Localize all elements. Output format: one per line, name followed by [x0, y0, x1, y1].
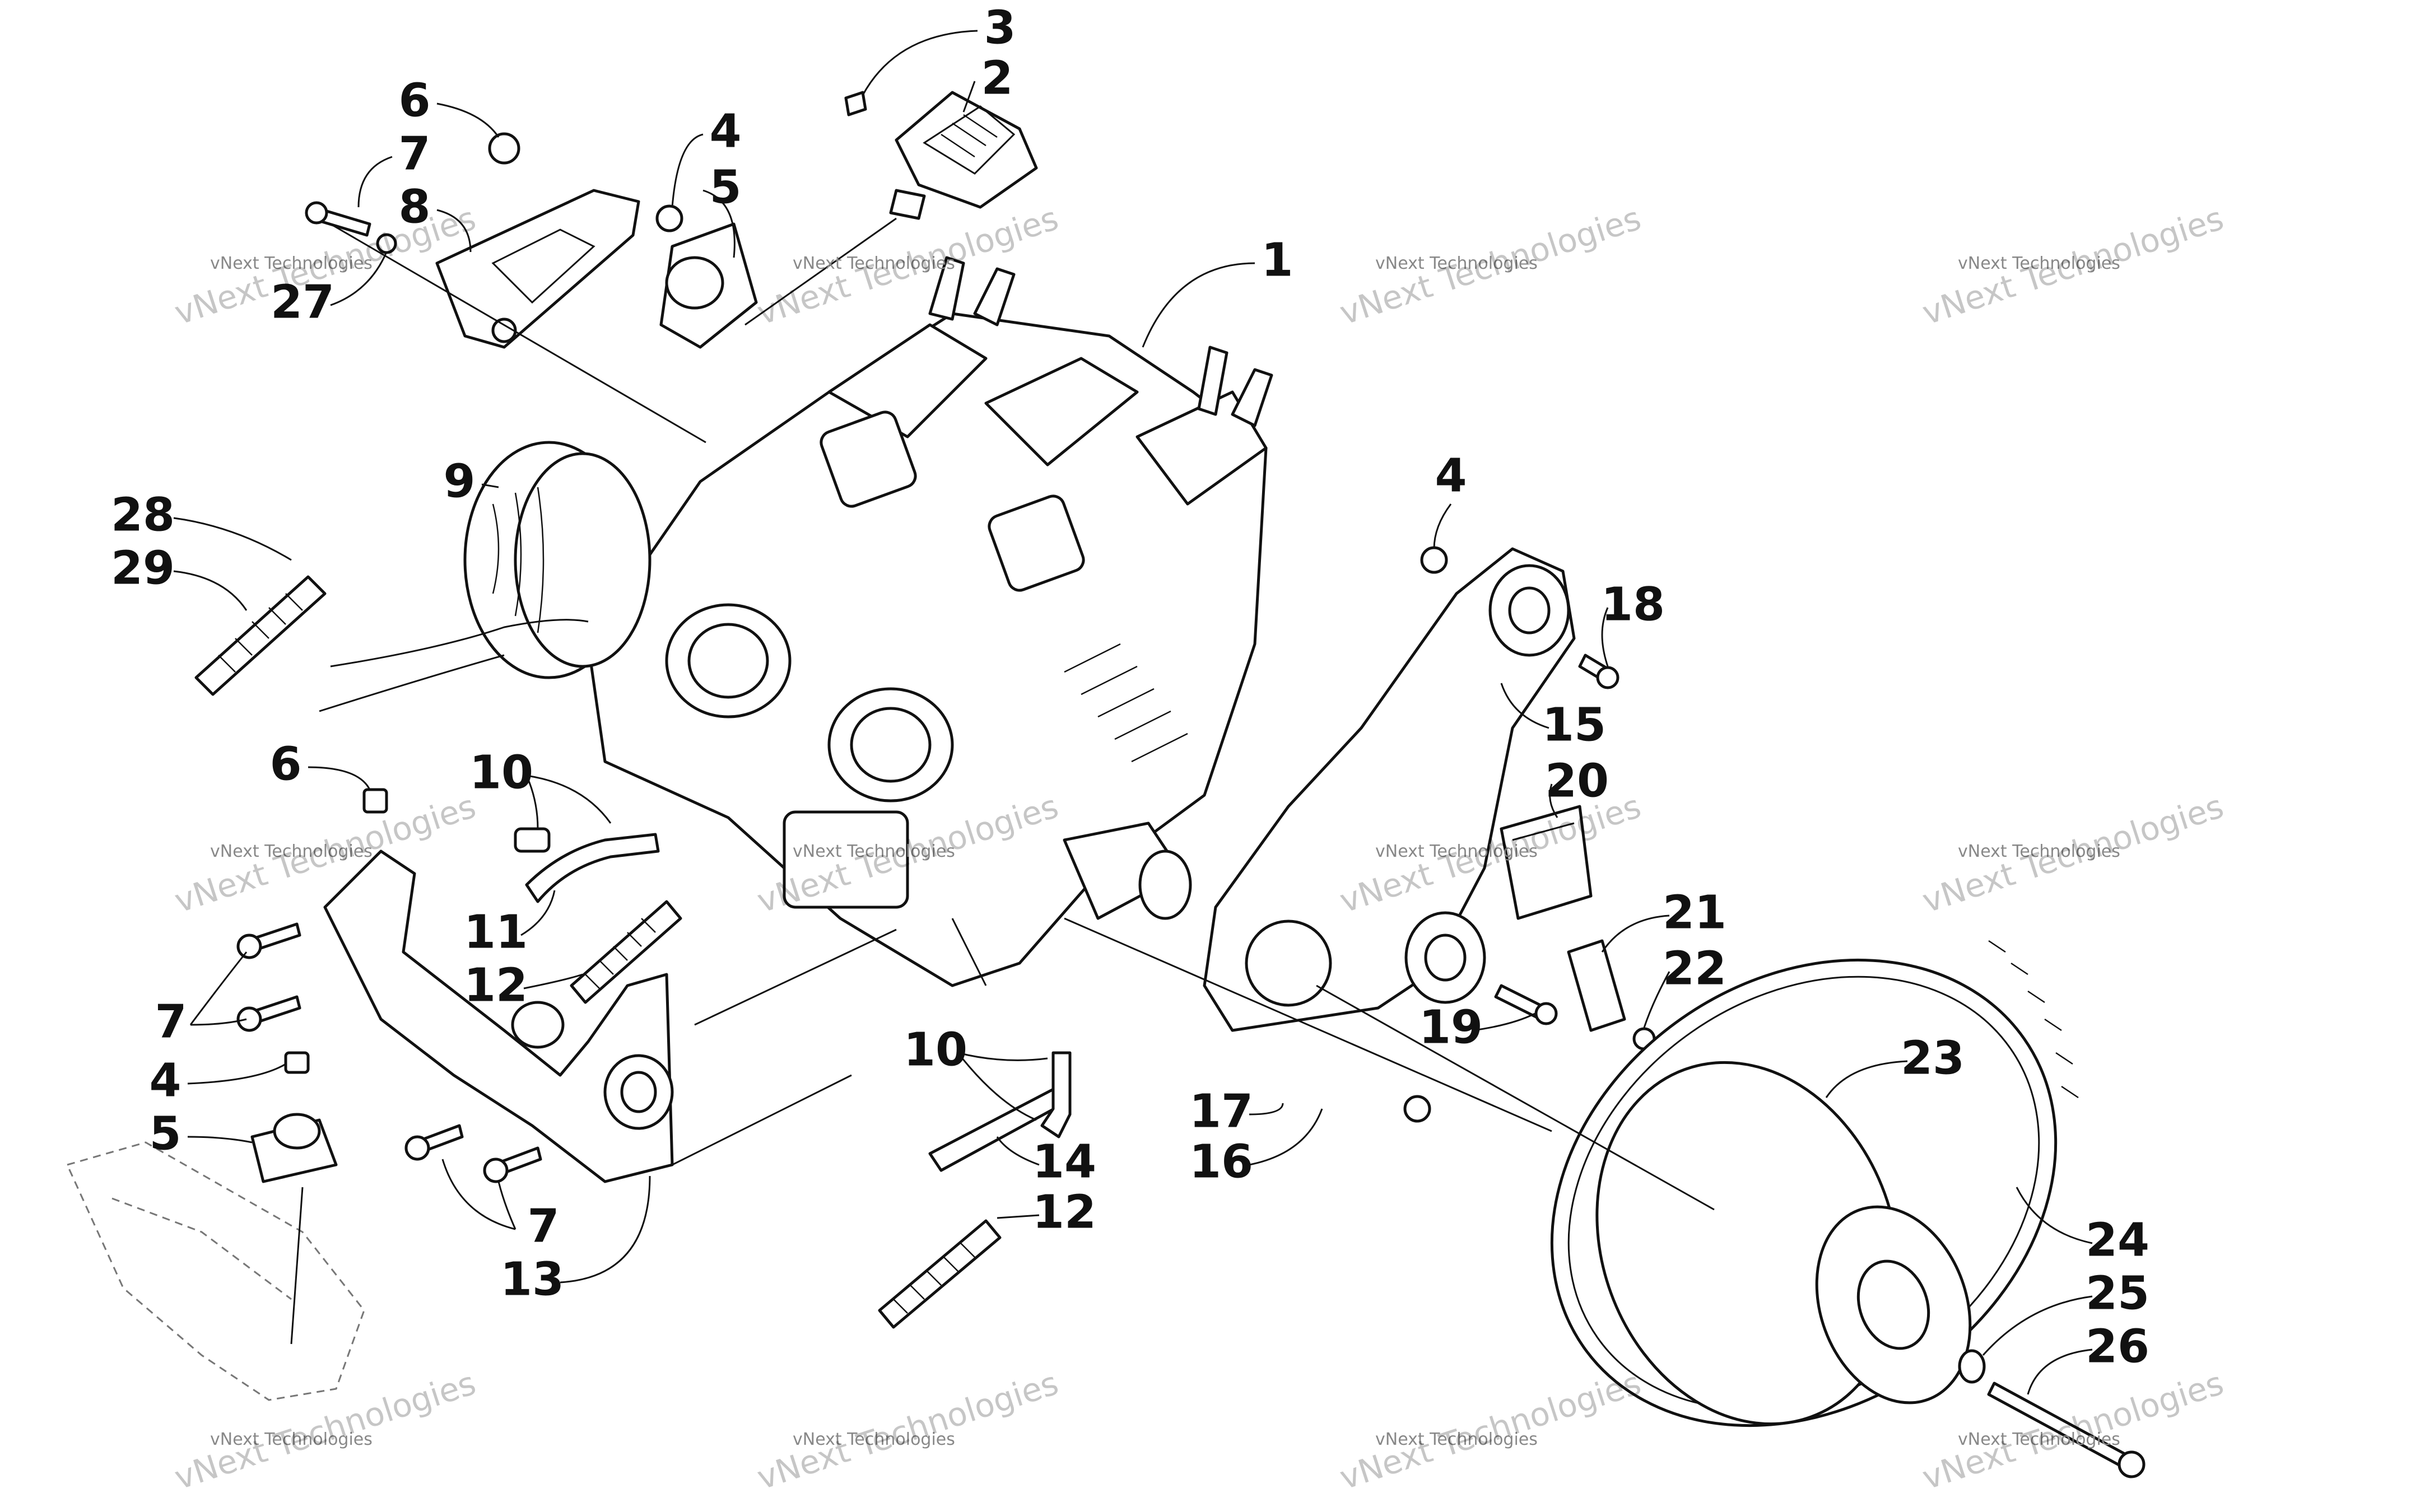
watermark-small-4: vNext Technologies	[1958, 254, 2120, 273]
callout-8: 8	[398, 180, 430, 234]
watermark-small-7: vNext Technologies	[1375, 842, 1538, 861]
callout-16: 16	[1189, 1135, 1253, 1188]
callout-25: 25	[2086, 1267, 2149, 1320]
engine-mount-lower	[250, 1051, 338, 1183]
callout-24: 24	[2086, 1214, 2149, 1267]
watermark-small-3: vNext Technologies	[1375, 254, 1538, 273]
callout-4c: 4	[149, 1054, 181, 1107]
watermark-small-1: vNext Technologies	[210, 254, 373, 273]
watermark-small-2: vNext Technologies	[793, 254, 955, 273]
callout-4: 4	[709, 105, 741, 158]
callout-2: 2	[981, 52, 1013, 105]
callout-12: 12	[464, 959, 528, 1012]
callout-21: 21	[1663, 886, 1726, 939]
callout-4b: 4	[1435, 449, 1467, 502]
callout-10b: 10	[904, 1023, 967, 1076]
callout-7c: 7	[527, 1200, 559, 1253]
callout-12b: 12	[1032, 1186, 1096, 1239]
engine-assembly	[463, 256, 1273, 987]
engine-plate	[1203, 546, 1619, 1123]
callout-18: 18	[1601, 578, 1665, 631]
watermark-small-9: vNext Technologies	[210, 1430, 373, 1449]
callout-7: 7	[398, 127, 430, 180]
watermark-small-8: vNext Technologies	[1958, 842, 2120, 861]
watermark-small-11: vNext Technologies	[1375, 1430, 1538, 1449]
callout-29: 29	[111, 542, 175, 595]
mount-bracket-lower	[236, 788, 674, 1183]
callout-7b: 7	[155, 995, 187, 1048]
callout-28: 28	[111, 488, 175, 542]
callout-10: 10	[469, 746, 533, 799]
callout-23: 23	[1901, 1032, 1965, 1085]
callout-20: 20	[1545, 754, 1609, 808]
callout-11: 11	[464, 906, 528, 959]
callout-6: 6	[398, 74, 430, 127]
callout-27: 27	[271, 276, 334, 329]
callout-5b: 5	[149, 1107, 181, 1160]
hoses-and-springs	[514, 827, 1072, 1329]
lifting-handle	[844, 91, 1038, 220]
callout-22: 22	[1663, 942, 1726, 995]
leader-lines	[173, 30, 2093, 1395]
engine-mount-upper	[655, 204, 758, 349]
callout-14: 14	[1032, 1135, 1096, 1188]
alignment-lines	[290, 217, 1715, 1345]
watermark-small-5: vNext Technologies	[210, 842, 373, 861]
drive-clutch	[1550, 940, 2146, 1478]
chassis-outline	[66, 1141, 365, 1401]
callout-15: 15	[1542, 698, 1606, 752]
callout-1: 1	[1261, 234, 1293, 287]
watermark-small-12: vNext Technologies	[1958, 1430, 2120, 1449]
callout-6b: 6	[269, 738, 301, 791]
callout-26: 26	[2086, 1320, 2149, 1373]
callout-labels: 1 2 3 4 5 6 7 8 27 9 28 29 4 18 15 20 6 …	[111, 1, 2149, 1373]
fuel-fitting	[194, 575, 589, 712]
mount-bracket-upper	[305, 132, 640, 349]
callout-13: 13	[500, 1253, 564, 1306]
callout-17: 17	[1189, 1085, 1253, 1138]
watermark-small-6: vNext Technologies	[793, 842, 955, 861]
watermark-small-10: vNext Technologies	[793, 1430, 955, 1449]
callout-19: 19	[1419, 1001, 1483, 1054]
callout-9: 9	[443, 455, 475, 508]
callout-3: 3	[984, 1, 1016, 54]
